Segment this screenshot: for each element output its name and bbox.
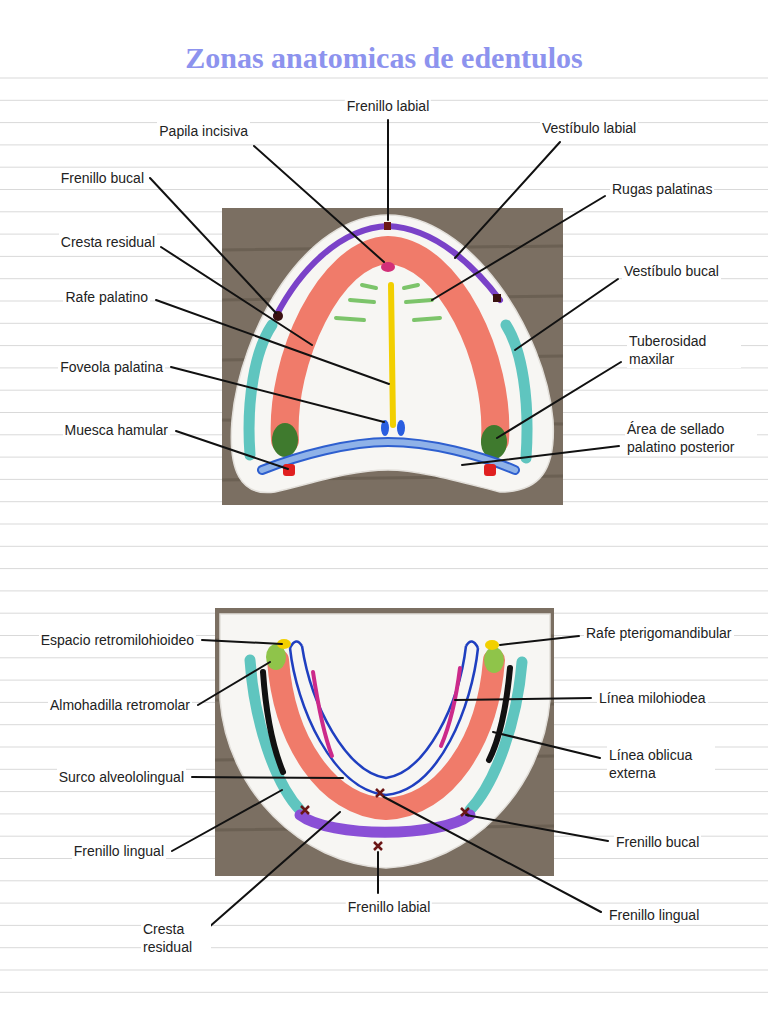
part-label: Frenillo labial	[345, 97, 431, 115]
part-label: Frenillo bucal	[59, 169, 146, 187]
part-label: Papila incisiva	[157, 122, 250, 140]
leader-line	[462, 446, 619, 465]
ruled-line	[0, 78, 768, 79]
leader-line	[377, 852, 379, 893]
part-label: Surco alveololingual	[57, 768, 186, 786]
ruled-line	[0, 144, 768, 145]
leader-line	[172, 790, 282, 851]
ruled-line	[0, 880, 768, 881]
ruled-lines	[0, 78, 768, 992]
part-label: Rafe palatino	[63, 288, 150, 306]
leader-line	[493, 732, 600, 758]
tongue-space-outline	[302, 646, 466, 778]
incisive-papilla	[381, 262, 395, 272]
posterior-palatal-seal	[262, 442, 515, 470]
ruled-line	[0, 947, 768, 948]
leader-lines	[150, 120, 621, 928]
alveololingual-sulcus	[290, 648, 478, 795]
part-label: Frenillo bucal	[614, 833, 701, 851]
leader-line	[432, 196, 605, 300]
part-label: Foveola palatina	[58, 358, 165, 376]
ruled-line	[0, 568, 768, 569]
leader-line	[497, 362, 621, 438]
leader-line	[176, 431, 288, 469]
part-label: Espacio retromilohioideo	[39, 631, 196, 649]
pterygomandibular-raphe	[485, 640, 499, 650]
part-label: Vestíbulo bucal	[622, 262, 721, 280]
part-label: Frenillo lingual	[72, 842, 166, 860]
leader-line	[198, 662, 270, 705]
ruled-line	[0, 122, 768, 123]
leader-line	[515, 279, 618, 350]
part-label: Frenillo labial	[346, 898, 432, 916]
ruled-line	[0, 992, 768, 993]
ruled-line	[0, 590, 768, 591]
part-label: Área de sellado palatino posterior	[625, 420, 757, 456]
lower-cast	[215, 608, 554, 876]
wood-background	[215, 608, 554, 876]
posterior-palatal-seal	[262, 442, 515, 470]
external-oblique-line	[263, 672, 283, 772]
leader-line	[455, 142, 560, 258]
part-label: Cresta residual	[141, 920, 211, 956]
residual-ridge	[285, 250, 496, 440]
plaster-cast	[220, 614, 550, 868]
retromolar-pad	[484, 647, 504, 673]
part-label: Muesca hamular	[63, 421, 171, 439]
part-label: Cresta residual	[59, 233, 157, 251]
hamular-notch	[283, 464, 295, 476]
ruled-line	[0, 167, 768, 168]
leader-line	[254, 146, 384, 262]
leader-line	[150, 178, 276, 313]
part-label: Rafe pterigomandibular	[584, 624, 734, 642]
mylohyoid-line	[313, 672, 332, 756]
palatal-rugae	[336, 285, 440, 320]
page-title: Zonas anatomicas de edentulos	[181, 41, 587, 74]
part-label: Rugas palatinas	[610, 180, 714, 198]
ruled-line	[0, 524, 768, 525]
ruled-line	[0, 925, 768, 926]
leader-line	[192, 777, 343, 778]
part-label: Vestíbulo labial	[540, 119, 638, 137]
frenulum-mark	[384, 222, 391, 230]
palatine-fovea	[397, 420, 405, 436]
part-label: Almohadilla retromolar	[48, 696, 192, 714]
title-block: Zonas anatomicas de edentulos	[0, 40, 768, 76]
leader-line	[387, 120, 389, 220]
external-oblique-line	[489, 668, 510, 760]
leader-line	[202, 640, 282, 644]
hamular-notch	[484, 464, 496, 476]
ruled-line	[0, 546, 768, 547]
leader-line	[171, 367, 384, 422]
part-label: Tuberosidad maxilar	[627, 332, 741, 368]
leader-line	[384, 797, 601, 912]
leader-line	[466, 815, 608, 841]
leader-line	[455, 698, 591, 700]
leader-line	[208, 812, 340, 928]
maxillary-tuberosity	[272, 423, 298, 457]
frenulum-mark	[493, 294, 501, 302]
part-label: Línea oblicua externa	[607, 746, 715, 782]
part-label: Línea milohiodea	[597, 689, 708, 707]
leader-line	[500, 636, 579, 645]
tongue-space-outline	[290, 641, 478, 648]
mylohyoid-line	[441, 668, 460, 746]
ruled-line	[0, 970, 768, 971]
palatal-raphe	[391, 285, 393, 425]
part-label: Frenillo lingual	[607, 906, 701, 924]
leader-line	[161, 247, 312, 345]
